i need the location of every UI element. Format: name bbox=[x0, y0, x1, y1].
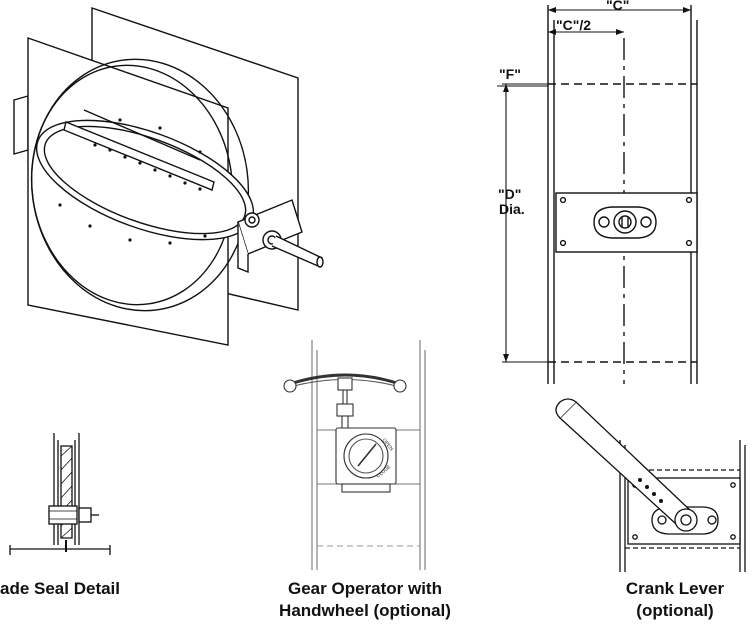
dimension-c-label: "C" bbox=[606, 0, 630, 13]
gear-operator-caption-line2: Handwheel (optional) bbox=[279, 601, 451, 620]
crank-lever-caption-line2: (optional) bbox=[636, 601, 714, 620]
gear-operator-caption-line1: Gear Operator with bbox=[288, 579, 442, 598]
blade-rib bbox=[83, 109, 201, 161]
dimension-arrows bbox=[503, 7, 691, 362]
blade-seal-caption: ade Seal Detail bbox=[0, 579, 121, 598]
bearing-bracket bbox=[237, 199, 303, 255]
crank-lever-caption-line1: Crank Lever bbox=[625, 579, 725, 598]
dimension-d-label: "D" bbox=[498, 186, 522, 202]
bearing-nut bbox=[244, 212, 260, 228]
dimension-dia-label: Dia. bbox=[499, 201, 525, 217]
crank-lever-drawing bbox=[555, 398, 746, 572]
duct-opening-inner bbox=[30, 64, 234, 306]
lever-holes bbox=[638, 478, 663, 503]
left-bracket bbox=[13, 95, 29, 155]
blade-seal-detail-drawing bbox=[9, 433, 111, 555]
dimension-f-label: "F" bbox=[499, 66, 521, 82]
dimension-c-half-label: "C"/2 bbox=[556, 17, 592, 33]
handwheel-hub bbox=[337, 377, 353, 391]
elevation-view bbox=[497, 5, 698, 384]
blade-bolts bbox=[58, 118, 207, 245]
blade-seal-ring bbox=[43, 125, 247, 235]
crank-handle bbox=[559, 401, 694, 525]
isometric-damper-view bbox=[13, 7, 324, 346]
blade-stiffener bbox=[63, 121, 215, 191]
handwheel-rim bbox=[289, 373, 401, 386]
gear-operator-drawing bbox=[283, 340, 426, 570]
